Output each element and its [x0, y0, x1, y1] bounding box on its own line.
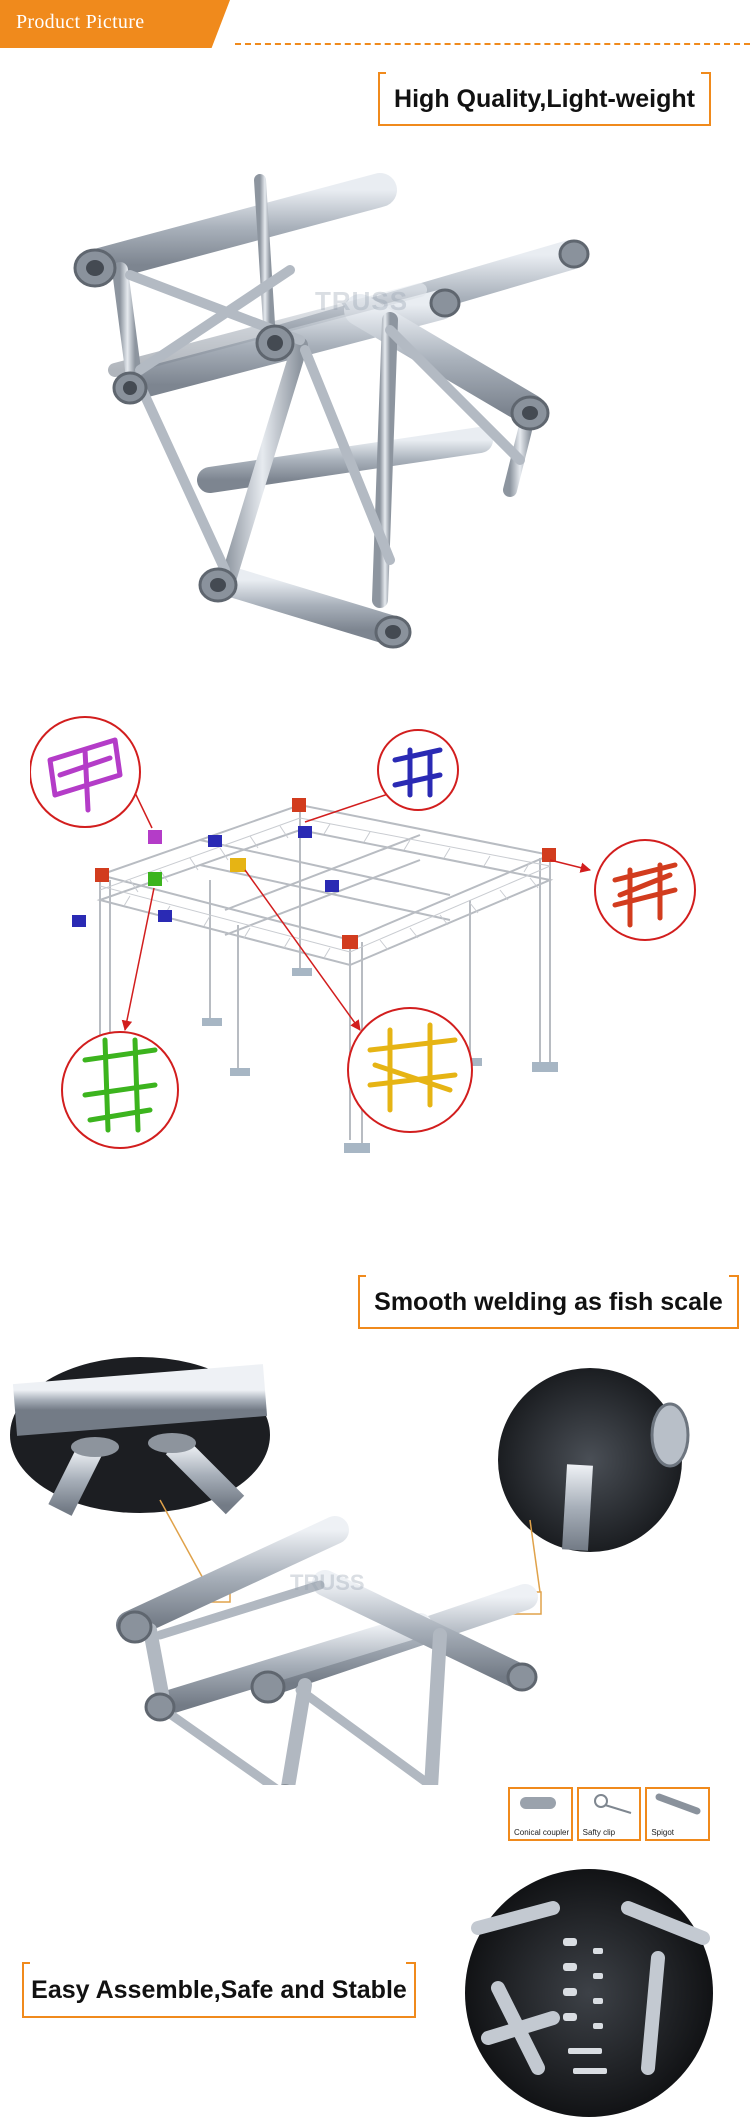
watermark-text: TRUSS: [315, 286, 408, 316]
caption-quality: High Quality,Light-weight: [378, 72, 711, 130]
accessory-safety-clip: Safty clip: [576, 1787, 642, 1841]
assembly-parts-photo: [465, 1869, 713, 2117]
section-header-tab: Product Picture: [0, 0, 230, 48]
accessory-label: Spigot: [651, 1828, 675, 1837]
caption-welding: Smooth welding as fish scale: [358, 1275, 739, 1333]
accessory-conical-coupler: Conical coupler: [508, 1787, 573, 1841]
spigot-icon: [655, 1793, 701, 1815]
safety-clip-icon: [593, 1794, 631, 1814]
conical-coupler-icon: [520, 1797, 556, 1809]
accessory-label: Safty clip: [582, 1828, 616, 1837]
welding-detail-photo: TRUSS: [10, 1357, 690, 1785]
accessory-spigot: Spigot: [645, 1787, 711, 1841]
caption-quality-text: High Quality,Light-weight: [394, 85, 695, 113]
stage-truss-diagram: [30, 716, 696, 1153]
caption-welding-text: Smooth welding as fish scale: [374, 1288, 723, 1316]
section-header-label: Product Picture: [16, 11, 145, 33]
accessories-strip: Conical coupler Safty clip Spigot: [508, 1787, 711, 1841]
caption-assemble-text: Easy Assemble,Safe and Stable: [31, 1976, 407, 2004]
truss-product-photo: TRUSS: [73, 173, 590, 649]
header-divider: [235, 43, 750, 45]
watermark-text-2: TRUSS: [290, 1570, 365, 1595]
caption-assemble: Easy Assemble,Safe and Stable: [22, 1962, 416, 2022]
accessory-label: Conical coupler: [514, 1828, 570, 1837]
